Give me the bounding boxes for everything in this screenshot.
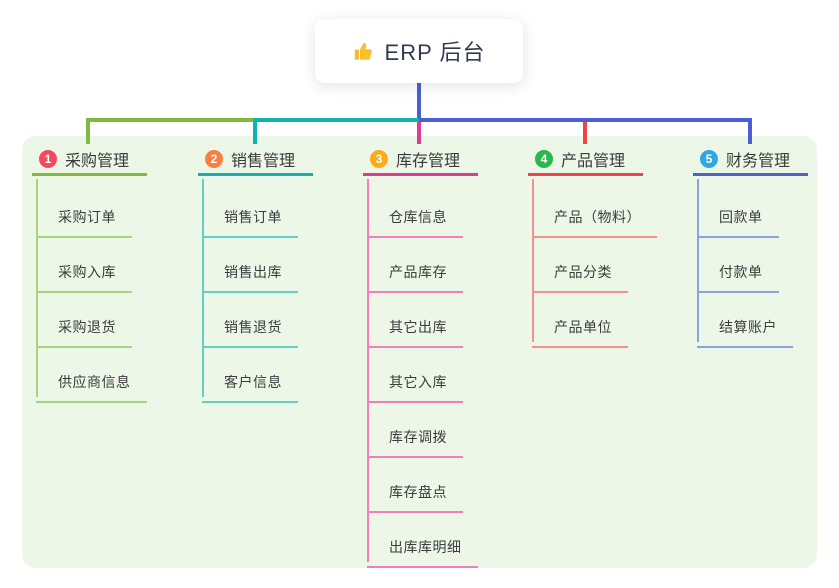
child-node[interactable]: 库存盘点 xyxy=(367,479,463,513)
child-node[interactable]: 结算账户 xyxy=(697,314,793,348)
child-node[interactable]: 销售订单 xyxy=(202,204,298,238)
child-node[interactable]: 销售出库 xyxy=(202,259,298,293)
drop-branch-1 xyxy=(86,118,90,144)
child-node[interactable]: 产品库存 xyxy=(367,259,463,293)
child-node[interactable]: 库存调拨 xyxy=(367,424,463,458)
child-node[interactable]: 客户信息 xyxy=(202,369,298,403)
rail-segment-blue xyxy=(419,118,752,122)
root-connector-line xyxy=(417,83,421,122)
root-node-title: ERP 后台 xyxy=(384,40,486,65)
branch-number-badge: 2 xyxy=(205,150,223,168)
branch-children-line xyxy=(532,179,534,342)
child-node[interactable]: 销售退货 xyxy=(202,314,298,348)
child-node[interactable]: 出库库明细 xyxy=(367,534,478,568)
rail-segment-teal xyxy=(253,118,419,122)
branch-node-3[interactable]: 3 库存管理 xyxy=(363,145,478,176)
branch-label: 库存管理 xyxy=(396,153,461,170)
drop-branch-4 xyxy=(583,122,587,144)
child-node[interactable]: 采购入库 xyxy=(36,259,132,293)
branch-label: 采购管理 xyxy=(65,153,130,170)
branch-label: 销售管理 xyxy=(231,153,296,170)
child-node[interactable]: 付款单 xyxy=(697,259,779,293)
drop-branch-3 xyxy=(417,122,421,144)
branch-children-line xyxy=(367,179,369,562)
branch-label: 财务管理 xyxy=(726,153,791,170)
branch-children-line xyxy=(36,179,38,397)
child-node[interactable]: 其它出库 xyxy=(367,314,463,348)
branch-number-badge: 1 xyxy=(39,150,57,168)
root-node-erp[interactable]: ERP 后台 xyxy=(315,19,523,83)
child-node[interactable]: 仓库信息 xyxy=(367,204,463,238)
rail-segment-green xyxy=(86,118,253,122)
drop-branch-2 xyxy=(253,118,257,144)
thumbs-up-icon xyxy=(353,40,375,62)
branch-node-1[interactable]: 1 采购管理 xyxy=(32,145,147,176)
branch-children-line xyxy=(697,179,699,342)
mindmap-canvas xyxy=(22,136,817,568)
child-node[interactable]: 供应商信息 xyxy=(36,369,147,403)
child-node[interactable]: 其它入库 xyxy=(367,369,463,403)
branch-label: 产品管理 xyxy=(561,153,626,170)
branch-number-badge: 5 xyxy=(700,150,718,168)
branch-children-line xyxy=(202,179,204,397)
branch-node-2[interactable]: 2 销售管理 xyxy=(198,145,313,176)
child-node[interactable]: 回款单 xyxy=(697,204,779,238)
child-node[interactable]: 采购退货 xyxy=(36,314,132,348)
drop-branch-5 xyxy=(748,118,752,144)
child-node[interactable]: 采购订单 xyxy=(36,204,132,238)
branch-node-4[interactable]: 4 产品管理 xyxy=(528,145,643,176)
branch-number-badge: 4 xyxy=(535,150,553,168)
child-node[interactable]: 产品（物料） xyxy=(532,204,657,238)
child-node[interactable]: 产品单位 xyxy=(532,314,628,348)
branch-number-badge: 3 xyxy=(370,150,388,168)
child-node[interactable]: 产品分类 xyxy=(532,259,628,293)
branch-node-5[interactable]: 5 财务管理 xyxy=(693,145,808,176)
